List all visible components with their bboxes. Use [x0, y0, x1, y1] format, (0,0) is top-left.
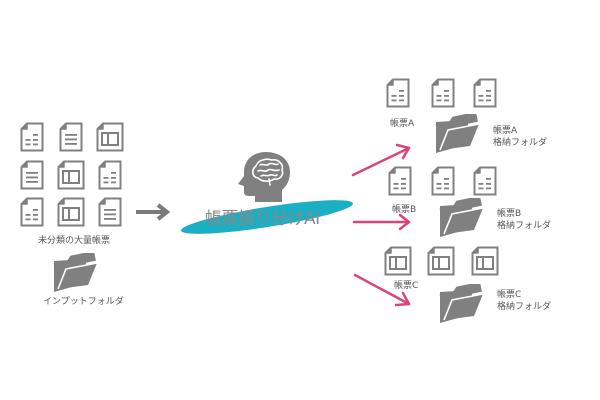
arrow-right-icon	[136, 203, 171, 221]
input-folder-label: インプットフォルダ	[43, 297, 124, 307]
document-icon	[427, 246, 455, 276]
document-icon	[20, 160, 44, 190]
document-icon	[57, 160, 85, 190]
output-a-folder-icon[interactable]	[434, 114, 480, 154]
arrow-to-c-icon	[353, 273, 411, 307]
document-icon	[431, 166, 455, 196]
output-a-folder-label-line1: 帳票A	[493, 126, 518, 136]
ai-highlight-ellipse	[181, 200, 353, 234]
output-c-doc-label: 帳票C	[394, 281, 419, 291]
document-icon	[20, 122, 44, 152]
document-icon	[473, 166, 497, 196]
output-c-folder-label-line1: 帳票C	[497, 290, 522, 300]
document-icon	[57, 197, 85, 227]
document-icon	[384, 246, 412, 276]
document-icon	[98, 160, 122, 190]
output-b-folder-icon[interactable]	[438, 198, 484, 238]
input-folder-icon	[52, 253, 98, 293]
document-icon	[386, 78, 410, 108]
brain-head-icon	[238, 152, 290, 202]
input-documents-label: 未分類の大量帳票	[38, 236, 111, 246]
output-a-folder-label-line2: 格納フォルダ	[493, 138, 548, 148]
document-icon	[20, 197, 44, 227]
arrow-to-a-icon	[351, 143, 411, 177]
output-b-doc-label: 帳票B	[392, 205, 417, 215]
distribution-arrows	[351, 143, 411, 307]
arrow-to-b-icon	[352, 213, 411, 231]
document-icon	[388, 166, 412, 196]
document-icon	[59, 122, 83, 152]
ai-label: 帳票振り分けAI	[205, 209, 320, 229]
document-icon	[471, 246, 499, 276]
output-b-folder-label-line1: 帳票B	[497, 209, 522, 219]
document-icon	[431, 78, 455, 108]
output-b-folder-label-line2: 格納フォルダ	[497, 221, 552, 231]
output-c-folder-label-line2: 格納フォルダ	[497, 302, 552, 312]
document-icon	[96, 122, 124, 152]
document-icon	[473, 78, 497, 108]
document-icon	[98, 197, 122, 227]
output-a-doc-label: 帳票A	[390, 119, 415, 129]
output-c-folder-icon[interactable]	[438, 284, 484, 324]
